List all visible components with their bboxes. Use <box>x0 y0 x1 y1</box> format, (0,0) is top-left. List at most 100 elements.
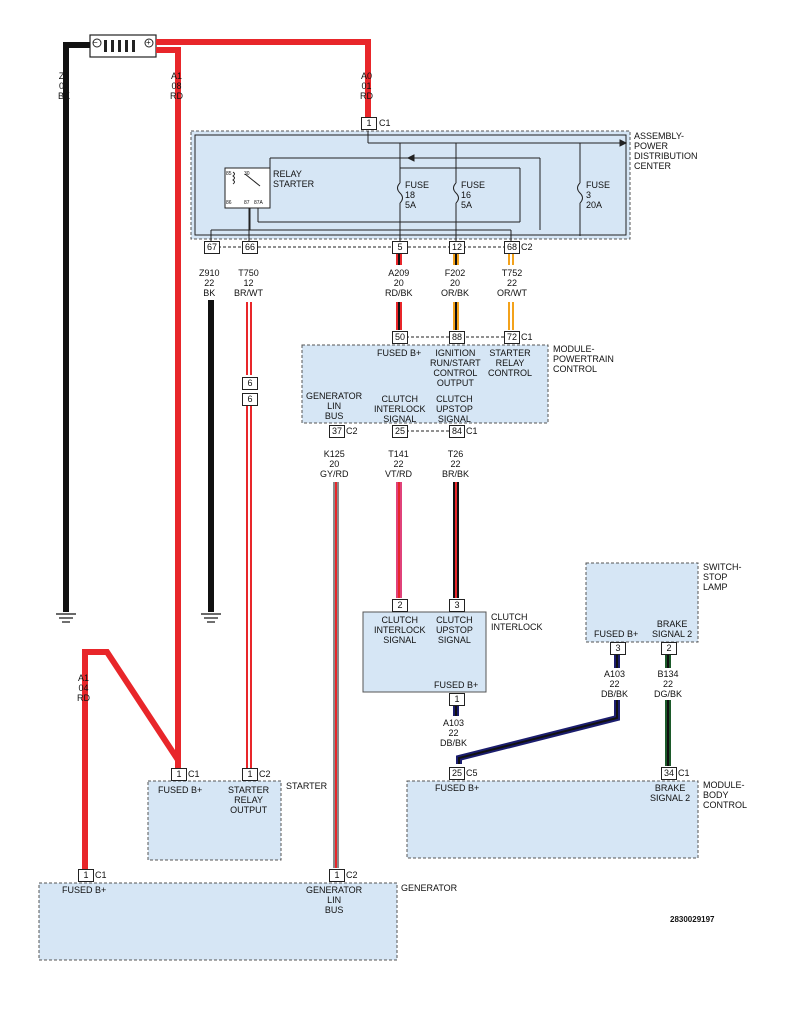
clutch-title: CLUTCH INTERLOCK <box>491 612 543 632</box>
wire-label-a209: A209 20 RD/BK <box>385 268 413 298</box>
conn-pcm-c1-bottom: C1 <box>466 426 478 436</box>
starter-signal-relay-out: STARTER RELAY OUTPUT <box>228 785 270 815</box>
pin-clutch-3: 3 <box>449 599 465 612</box>
relay-pin-86: 86 <box>226 200 232 206</box>
connector-dash-lines <box>218 246 505 432</box>
pin-pcm-72: 72 <box>504 331 520 344</box>
conn-starter-c2: C2 <box>259 769 271 779</box>
wire-z1 <box>63 42 90 612</box>
wire-label-a103-clutch: A103 22 DB/BK <box>440 718 468 748</box>
pcm-signal-clutch-interlock: CLUTCH INTERLOCK SIGNAL <box>374 394 426 424</box>
pin-pdc-5: 5 <box>392 241 408 254</box>
relay-pin-30: 30 <box>244 171 250 177</box>
pdc-title: ASSEMBLY- POWER DISTRIBUTION CENTER <box>634 131 698 171</box>
wire-a1-04 <box>82 649 181 870</box>
conn-pcm-c1-top: C1 <box>521 332 533 342</box>
wire-label-t752: T752 22 OR/WT <box>497 268 527 298</box>
pin-pdc-68: 68 <box>504 241 520 254</box>
clutch-signal-interlock: CLUTCH INTERLOCK SIGNAL <box>374 615 426 645</box>
conn-bcm-c5: C5 <box>466 768 478 778</box>
conn-generator-c1: C1 <box>95 870 107 880</box>
conn-pdc-c1: C1 <box>379 118 391 128</box>
bcm-title: MODULE- BODY CONTROL <box>703 780 748 810</box>
wire-a103-switch <box>456 700 620 764</box>
clutch-box <box>362 611 487 693</box>
pcm-signal-gen-lin: GENERATOR LIN BUS <box>306 391 363 421</box>
relay-pin-87: 87 <box>244 200 250 206</box>
pcm-signal-starter: STARTER RELAY CONTROL <box>488 348 533 378</box>
pcm-signal-fused: FUSED B+ <box>377 348 422 358</box>
pcm-signal-ign: IGNITION RUN/START CONTROL OUTPUT <box>430 348 481 388</box>
pin-clutch-1: 1 <box>449 693 465 706</box>
bcm-box <box>406 780 699 859</box>
generator-title: GENERATOR <box>401 883 458 893</box>
wire-label-k125: K125 20 GY/RD <box>320 449 349 479</box>
generator-signal-lin: GENERATOR LIN BUS <box>306 885 363 915</box>
starter-title: STARTER <box>286 781 328 791</box>
wire-label-a1-gen: A1 04 RD <box>77 673 90 703</box>
wire-a1-08 <box>156 47 181 768</box>
relay-pin-87a: 87A <box>254 200 263 206</box>
relay-starter-label: RELAY STARTER <box>273 169 315 189</box>
wire-label-b134: B134 22 DG/BK <box>654 669 683 699</box>
pin-pcm-37: 37 <box>329 425 345 438</box>
generator-signal-fused: FUSED B+ <box>62 885 107 895</box>
pin-splice-a: 6 <box>242 377 258 390</box>
pin-pcm-88: 88 <box>449 331 465 344</box>
battery-symbol <box>89 34 157 58</box>
wire-label-z1: Z1 04 BK <box>58 71 71 101</box>
relay-pin-85: 85 <box>226 171 232 177</box>
pin-generator-c1: 1 <box>78 869 94 882</box>
wire-a0 <box>156 39 371 118</box>
pin-bcm-25: 25 <box>449 767 465 780</box>
pin-pdc-12: 12 <box>449 241 465 254</box>
pin-pcm-25: 25 <box>392 425 408 438</box>
pin-pdc-66: 66 <box>242 241 258 254</box>
document-id: 2830029197 <box>670 915 715 924</box>
fuse-16-label: FUSE 16 5A <box>461 180 486 210</box>
wire-label-a103-switch: A103 22 DB/BK <box>601 669 629 699</box>
wire-label-a0: A0 01 RD <box>360 71 373 101</box>
pin-starter-c2: 1 <box>242 768 258 781</box>
pdc-inner-frame <box>194 134 627 236</box>
clutch-signal-upstop: CLUTCH UPSTOP SIGNAL <box>436 615 473 645</box>
pin-pcm-50: 50 <box>392 331 408 344</box>
pin-pcm-84: 84 <box>449 425 465 438</box>
bcm-signal-brake: BRAKE SIGNAL 2 <box>650 783 691 803</box>
fuse-3-label: FUSE 3 20A <box>586 180 611 210</box>
switch-signal-fused: FUSED B+ <box>594 629 639 639</box>
stop-lamp-box <box>585 562 699 643</box>
clutch-signal-fused: FUSED B+ <box>434 680 479 690</box>
module-boxes <box>38 130 699 961</box>
pin-pdc-67: 67 <box>204 241 220 254</box>
conn-starter-c1: C1 <box>188 769 200 779</box>
starter-box <box>147 780 282 861</box>
pin-clutch-2: 2 <box>392 599 408 612</box>
pin-switch-2: 2 <box>661 642 677 655</box>
pcm-box <box>301 344 549 424</box>
starter-signal-fused: FUSED B+ <box>158 785 203 795</box>
battery-plus: + <box>146 38 151 47</box>
wire-label-t141: T141 22 VT/RD <box>385 449 412 479</box>
pin-switch-3: 3 <box>610 642 626 655</box>
switch-signal-brake: BRAKE SIGNAL 2 <box>652 619 693 639</box>
pin-generator-c2: 1 <box>329 869 345 882</box>
pcm-signal-clutch-upstop: CLUTCH UPSTOP SIGNAL <box>436 394 473 424</box>
pin-starter-c1: 1 <box>171 768 187 781</box>
wire-label-z910: Z910 22 BK <box>199 268 220 298</box>
battery-minus: − <box>93 38 98 47</box>
wire-label-t26: T26 22 BR/BK <box>442 449 470 479</box>
ground-symbols <box>56 613 221 623</box>
conn-pcm-c2: C2 <box>346 426 358 436</box>
fuse-18-label: FUSE 18 5A <box>405 180 430 210</box>
generator-box <box>38 882 398 961</box>
pdc-internals <box>210 131 628 246</box>
pin-bcm-34: 34 <box>661 767 677 780</box>
stop-lamp-title: SWITCH- STOP LAMP <box>703 562 742 592</box>
pcm-title: MODULE- POWERTRAIN CONTROL <box>553 344 614 374</box>
bcm-signal-fused: FUSED B+ <box>435 783 480 793</box>
wire-label-f202: F202 20 OR/BK <box>441 268 470 298</box>
wire-label-a1-top: A1 08 RD <box>170 71 183 101</box>
conn-bcm-c1: C1 <box>678 768 690 778</box>
